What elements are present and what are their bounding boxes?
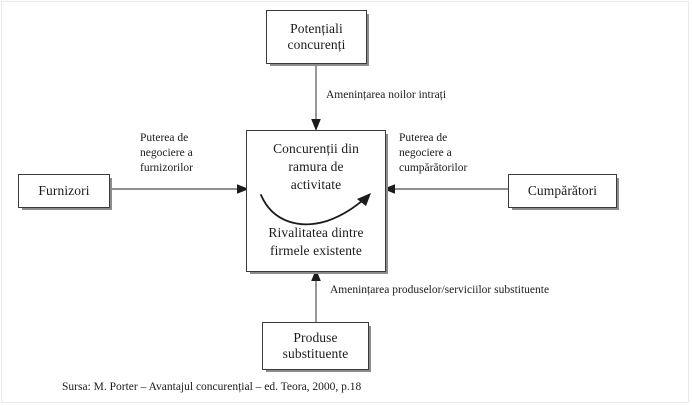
connector-furnizori-to-central: [110, 179, 250, 199]
central-top-line1: Concurenții din: [273, 141, 359, 156]
node-produse-line1: Produse: [293, 329, 338, 345]
central-top-text: Concurenții din ramura de activitate: [247, 140, 385, 193]
node-potentiali-concurenti[interactable]: Potențiali concurenți: [266, 10, 367, 64]
connector-cumparatori-to-central: [382, 179, 510, 199]
central-top-line2: ramura de: [288, 158, 344, 174]
label-amenintarea-produselor-substituente: Amenințarea produselor/serviciilor subst…: [330, 284, 550, 296]
central-bottom-line2: firmele existente: [269, 243, 363, 259]
central-top-line3: activitate: [290, 176, 342, 192]
node-potentiali-line1: Potențiali: [290, 20, 343, 36]
central-bottom-text: Rivalitatea dintre firmele existente: [247, 224, 385, 260]
connector-potentiali-to-central: [306, 64, 326, 132]
central-bottom-line1: Rivalitatea dintre: [268, 225, 364, 241]
node-produse-line2: substituente: [282, 346, 349, 361]
node-cumparatori[interactable]: Cumpărători: [508, 174, 617, 208]
label-puterea-negociere-cumparatorilor: Puterea de negociere a cumpărătorilor: [399, 132, 468, 175]
node-potentiali-line2: concurenți: [287, 37, 346, 52]
node-produse-substituente[interactable]: Produse substituente: [262, 322, 369, 370]
rivalry-curved-arrow-icon: [257, 193, 377, 233]
node-furnizori[interactable]: Furnizori: [18, 174, 110, 208]
label-amenintarea-noilor-intrati: Amenințarea noilor intrați: [326, 89, 447, 101]
connector-produse-to-central: [306, 268, 326, 326]
node-concurentii-din-ramura[interactable]: Concurenții din ramura de activitate Riv…: [246, 130, 386, 272]
node-furnizori-label: Furnizori: [38, 182, 90, 198]
source-citation: Sursa: M. Porter – Avantajul concurenția…: [62, 381, 362, 393]
label-puterea-negociere-furnizorilor: Puterea de negociere a furnizorilor: [140, 132, 194, 175]
node-cumparatori-label: Cumpărători: [527, 182, 598, 198]
